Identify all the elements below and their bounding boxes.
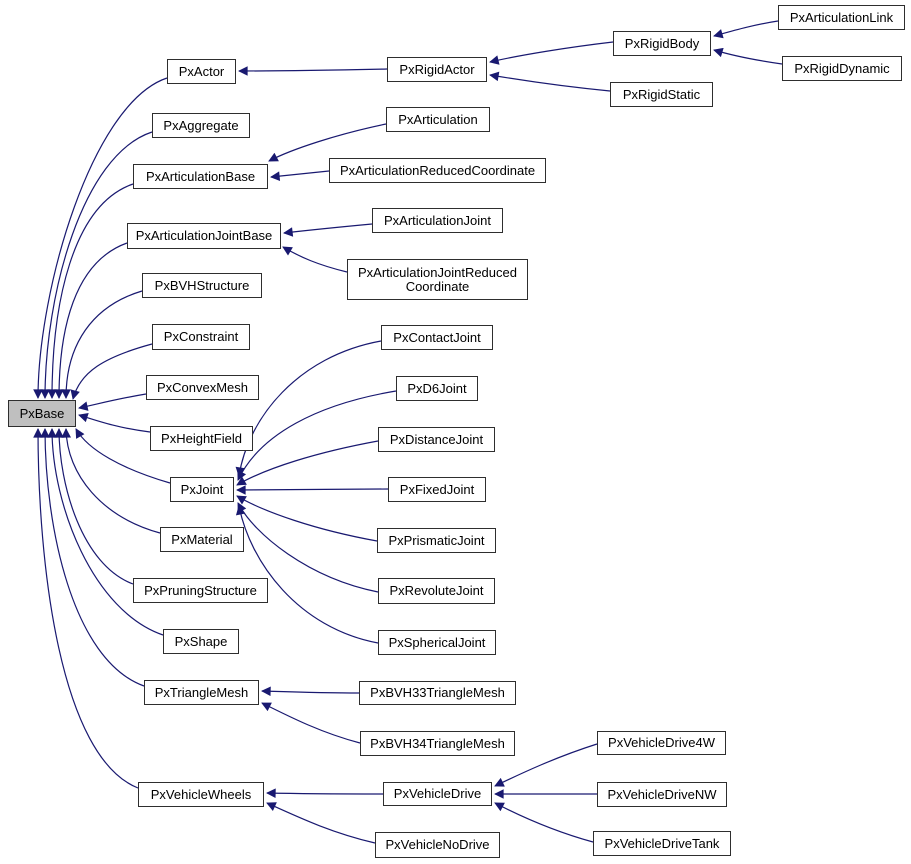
node-PxMaterial[interactable]: PxMaterial xyxy=(160,527,244,552)
node-PxRigidDynamic[interactable]: PxRigidDynamic xyxy=(782,56,902,81)
node-PxBVH34TriangleMesh[interactable]: PxBVH34TriangleMesh xyxy=(360,731,515,756)
edge-PxRigidDynamic-to-PxRigidBody xyxy=(713,47,783,65)
edge-PxVehicleDrive4W-to-PxVehicleDrive xyxy=(494,743,598,787)
node-PxArticulation[interactable]: PxArticulation xyxy=(386,107,490,132)
edge-PxArticulationBase-to-PxBase xyxy=(47,183,134,399)
edge-PxFixedJoint-to-PxJoint xyxy=(236,485,389,495)
edge-PxRigidActor-to-PxActor xyxy=(238,66,388,76)
node-PxVehicleDrive[interactable]: PxVehicleDrive xyxy=(383,782,492,806)
node-PxArticulationJointBase[interactable]: PxArticulationJointBase xyxy=(127,223,281,249)
edge-PxRigidStatic-to-PxRigidActor xyxy=(489,71,611,92)
node-PxVehicleWheels[interactable]: PxVehicleWheels xyxy=(138,782,264,807)
node-PxRevoluteJoint[interactable]: PxRevoluteJoint xyxy=(378,578,495,604)
node-PxArticulationLink[interactable]: PxArticulationLink xyxy=(778,5,905,30)
edge-PxShape-to-PxBase xyxy=(47,428,164,636)
edge-PxActor-to-PxBase xyxy=(33,77,168,399)
edge-PxArticulationLink-to-PxRigidBody xyxy=(713,20,779,39)
node-PxAggregate[interactable]: PxAggregate xyxy=(152,113,250,138)
node-PxD6Joint[interactable]: PxD6Joint xyxy=(396,376,478,401)
edge-PxContactJoint-to-PxJoint xyxy=(235,340,382,477)
edge-PxPruningStructure-to-PxBase xyxy=(54,428,134,585)
edge-PxSphericalJoint-to-PxJoint xyxy=(235,505,379,644)
edge-PxConstraint-to-PxBase xyxy=(70,343,153,400)
edge-PxArticulationReducedCoordinate-to-PxArticulationBase xyxy=(270,170,330,181)
edge-PxHeightField-to-PxBase xyxy=(78,413,151,433)
edge-PxTriangleMesh-to-PxBase xyxy=(40,428,145,687)
edge-PxDistanceJoint-to-PxJoint xyxy=(236,440,379,486)
node-PxHeightField[interactable]: PxHeightField xyxy=(150,426,253,451)
node-PxBVH33TriangleMesh[interactable]: PxBVH33TriangleMesh xyxy=(359,681,516,705)
node-PxFixedJoint[interactable]: PxFixedJoint xyxy=(388,477,486,502)
edge-PxBVH34TriangleMesh-to-PxTriangleMesh xyxy=(261,702,361,744)
node-PxPrismaticJoint[interactable]: PxPrismaticJoint xyxy=(377,528,496,553)
edge-PxArticulationJointBase-to-PxBase xyxy=(54,242,128,399)
edge-PxArticulationJointReducedCoordinate-to-PxArticulationJointBase xyxy=(282,246,348,273)
node-PxRigidBody[interactable]: PxRigidBody xyxy=(613,31,711,56)
node-PxRigidActor[interactable]: PxRigidActor xyxy=(387,57,487,82)
node-PxJoint[interactable]: PxJoint xyxy=(170,477,234,502)
edge-PxVehicleDrive-to-PxVehicleWheels xyxy=(266,788,384,798)
edge-PxVehicleNoDrive-to-PxVehicleWheels xyxy=(266,802,376,844)
node-PxActor[interactable]: PxActor xyxy=(167,59,236,84)
node-PxArticulationJoint[interactable]: PxArticulationJoint xyxy=(372,208,503,233)
node-PxSphericalJoint[interactable]: PxSphericalJoint xyxy=(378,630,496,655)
node-PxArticulationBase[interactable]: PxArticulationBase xyxy=(133,164,268,189)
node-PxArticulationReducedCoordinate[interactable]: PxArticulationReducedCoordinate xyxy=(329,158,546,183)
edge-PxRigidBody-to-PxRigidActor xyxy=(489,41,614,65)
node-PxRigidStatic[interactable]: PxRigidStatic xyxy=(610,82,713,107)
edge-PxD6Joint-to-PxJoint xyxy=(237,390,397,481)
node-PxShape[interactable]: PxShape xyxy=(163,629,239,654)
edge-PxVehicleWheels-to-PxBase xyxy=(33,428,139,789)
edge-PxPrismaticJoint-to-PxJoint xyxy=(236,495,378,542)
edge-PxArticulation-to-PxArticulationBase xyxy=(268,123,387,162)
edge-PxRevoluteJoint-to-PxJoint xyxy=(237,502,379,593)
node-PxVehicleDriveNW[interactable]: PxVehicleDriveNW xyxy=(597,782,727,807)
node-PxBVHStructure[interactable]: PxBVHStructure xyxy=(142,273,262,298)
node-PxContactJoint[interactable]: PxContactJoint xyxy=(381,325,493,350)
node-PxConstraint[interactable]: PxConstraint xyxy=(152,324,250,350)
edge-PxJoint-to-PxBase xyxy=(75,428,171,484)
edge-PxMaterial-to-PxBase xyxy=(61,428,161,534)
edge-PxArticulationJoint-to-PxArticulationJointBase xyxy=(283,223,373,237)
node-PxArticulationJointReducedCoordinate[interactable]: PxArticulationJointReduced Coordinate xyxy=(347,259,528,300)
node-PxConvexMesh[interactable]: PxConvexMesh xyxy=(146,375,259,400)
node-PxBase: PxBase xyxy=(8,400,76,427)
edge-PxBVH33TriangleMesh-to-PxTriangleMesh xyxy=(261,686,360,697)
edge-PxVehicleDriveTank-to-PxVehicleDrive xyxy=(494,802,594,843)
node-PxPruningStructure[interactable]: PxPruningStructure xyxy=(133,578,268,603)
edge-PxAggregate-to-PxBase xyxy=(40,131,153,399)
edge-PxBVHStructure-to-PxBase xyxy=(61,290,143,399)
node-PxVehicleNoDrive[interactable]: PxVehicleNoDrive xyxy=(375,832,500,858)
node-PxTriangleMesh[interactable]: PxTriangleMesh xyxy=(144,680,259,705)
node-PxVehicleDriveTank[interactable]: PxVehicleDriveTank xyxy=(593,831,731,856)
node-PxVehicleDrive4W[interactable]: PxVehicleDrive4W xyxy=(597,731,726,755)
node-PxDistanceJoint[interactable]: PxDistanceJoint xyxy=(378,427,495,452)
edge-PxConvexMesh-to-PxBase xyxy=(78,393,147,411)
